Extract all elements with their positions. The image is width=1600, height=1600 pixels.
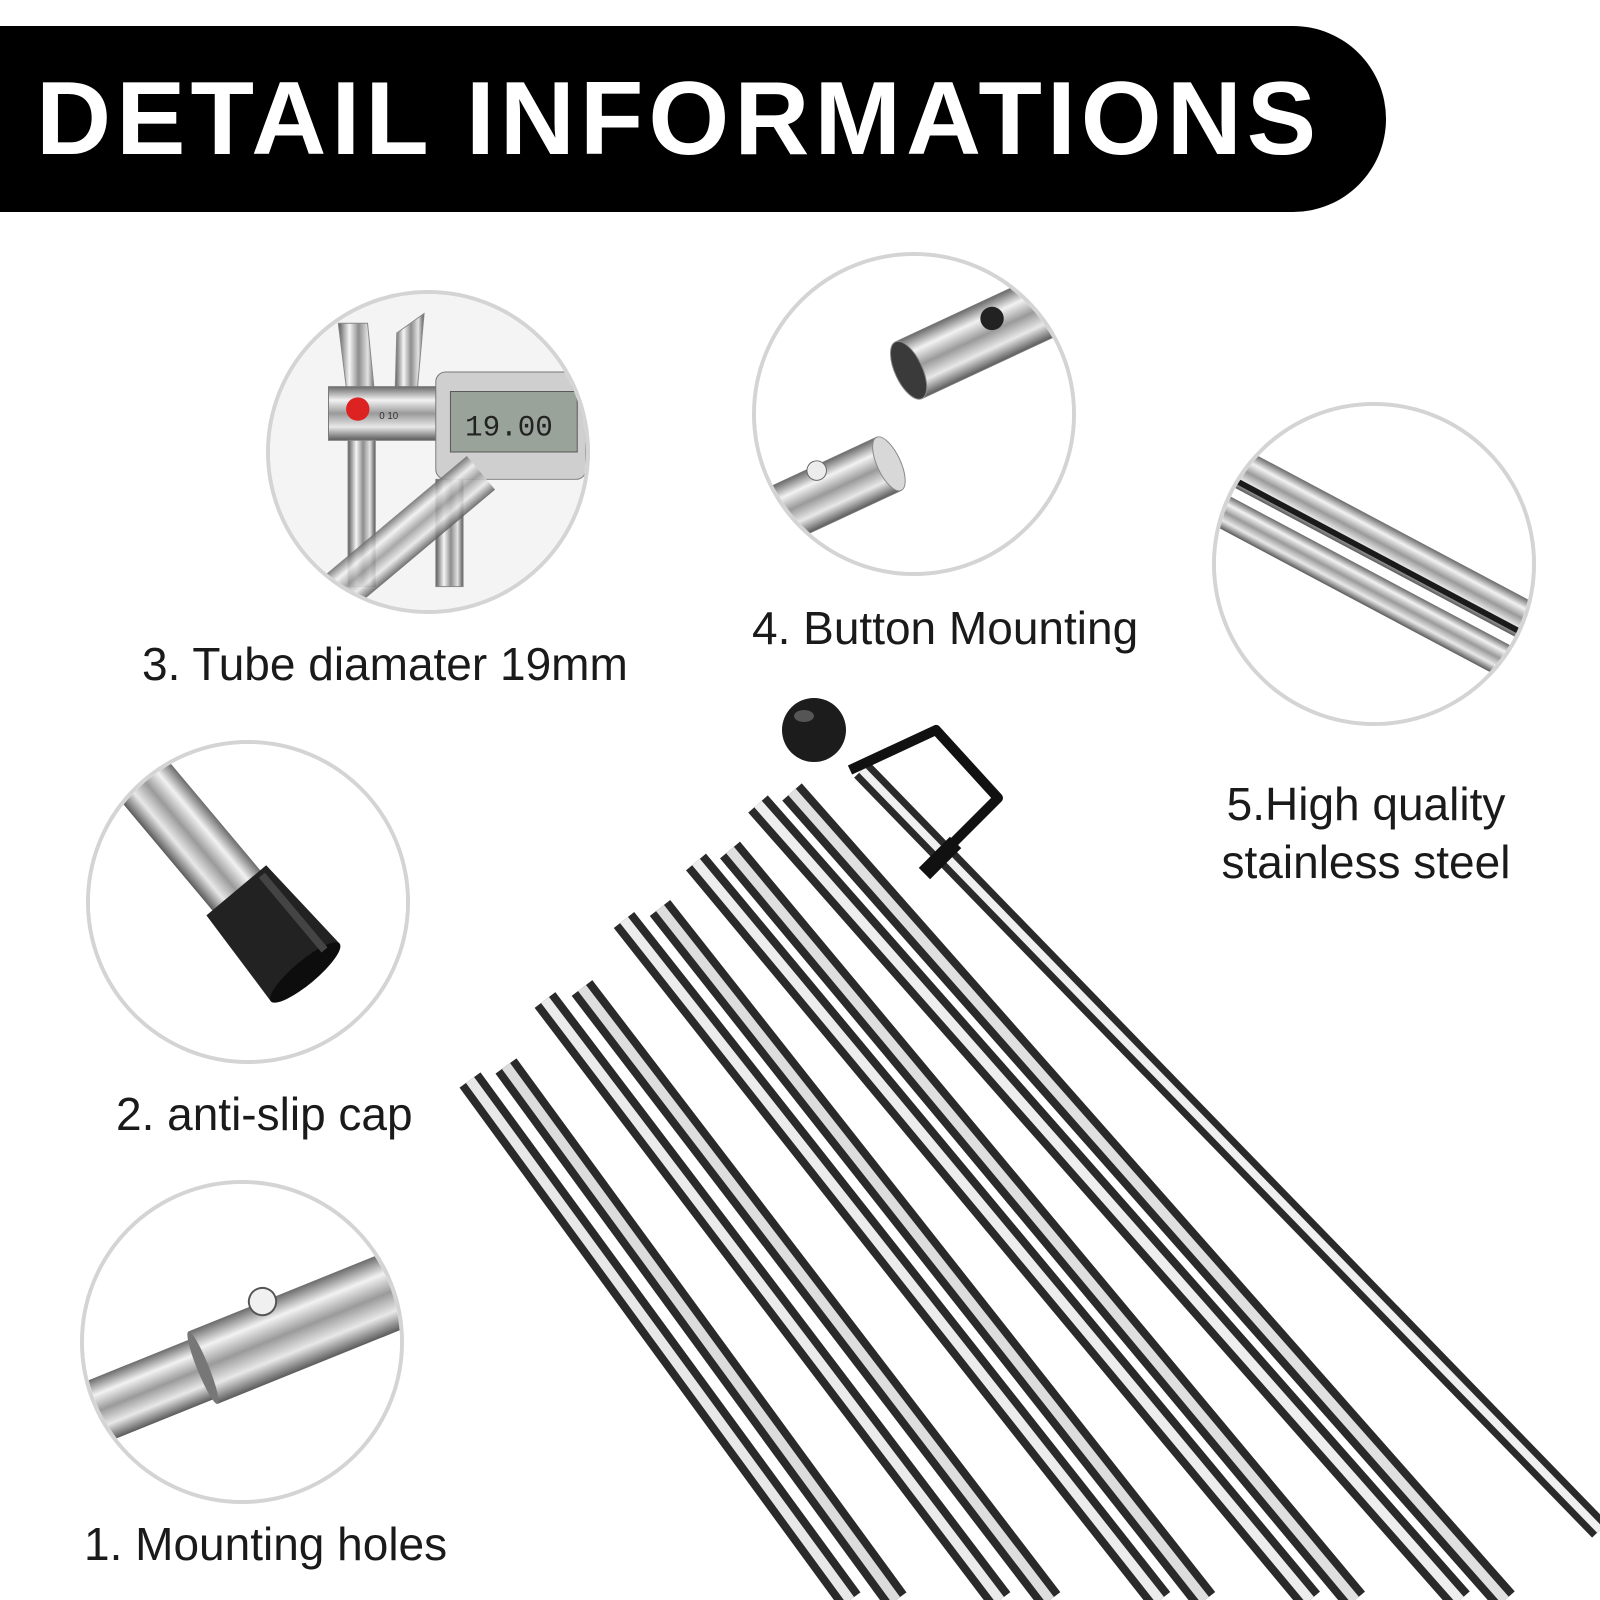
flag-pole-section	[613, 899, 1216, 1600]
anti-slip-cap-illustration	[90, 744, 406, 1060]
button-mounting-detail-image	[752, 252, 1076, 576]
caliper-readout: 19.00	[465, 411, 553, 444]
svg-text:0 10: 0 10	[379, 411, 399, 422]
mounting-holes-detail-image	[80, 1180, 404, 1504]
anti-slip-cap-caption: 2. anti-slip cap	[116, 1088, 413, 1140]
pole-topper-ball	[782, 698, 846, 762]
tube-diameter-caption: 3. Tube diamater 19mm	[142, 638, 628, 690]
page-title: DETAIL INFORMATIONS	[36, 60, 1322, 177]
stainless-steel-caption: 5.High quality stainless steel	[1176, 776, 1556, 891]
tube-diameter-detail-image: 0 10 19.00	[266, 290, 590, 614]
stainless-steel-detail-image	[1212, 402, 1536, 726]
flag-pole-section	[748, 783, 1515, 1600]
mounting-holes-illustration	[84, 1184, 400, 1500]
button-mounting-illustration	[756, 256, 1072, 572]
flag-pole-section	[534, 980, 1061, 1600]
button-mounting-caption: 4. Button Mounting	[752, 602, 1139, 654]
flag-bracket	[847, 725, 1003, 880]
steel-tube-illustration	[1216, 406, 1532, 722]
mounting-holes-caption: 1. Mounting holes	[84, 1518, 448, 1570]
caliper-illustration: 0 10 19.00	[270, 294, 586, 610]
stainless-steel-caption-line2: stainless steel	[1221, 835, 1511, 888]
stainless-steel-caption-line1: 5.High quality	[1226, 778, 1506, 830]
header-banner: DETAIL INFORMATIONS	[0, 26, 1386, 212]
anti-slip-cap-detail-image	[86, 740, 410, 1064]
flag-pole-section	[459, 1058, 907, 1600]
flag-pole-section	[686, 841, 1365, 1600]
